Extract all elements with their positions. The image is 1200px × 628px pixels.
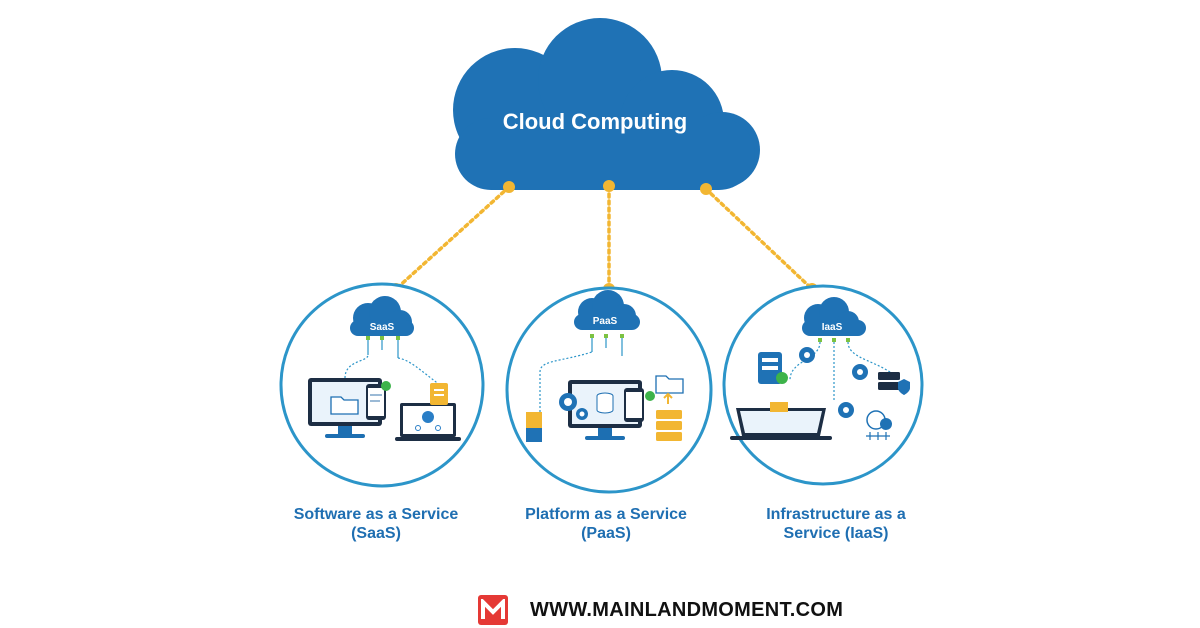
phone-icon: [624, 388, 655, 422]
connector-dot: [603, 180, 615, 192]
connectors: [394, 185, 814, 291]
folder-upload-icon: [655, 375, 684, 404]
iaas-cloud-icon: [802, 297, 866, 336]
connector-dot: [503, 181, 515, 193]
connector-saas: [394, 185, 511, 291]
caption-line: Platform as a Service: [525, 506, 687, 523]
laptop-icon: [395, 403, 461, 441]
iaas-circle: IaaS: [722, 284, 924, 486]
caption-line: (SaaS): [351, 525, 401, 542]
saas-cloud-icon: [350, 296, 414, 336]
iaas-caption: Infrastructure as a Service (IaaS): [736, 505, 936, 543]
saas-caption: Software as a Service (SaaS): [276, 505, 476, 543]
phone-icon: [366, 381, 391, 420]
paas-circle: PaaS: [505, 286, 713, 494]
server-shield-icon: [878, 372, 910, 395]
connector-iaas: [704, 187, 814, 291]
main-cloud: Cloud Computing: [453, 18, 760, 190]
paas-cloud-label: PaaS: [593, 316, 618, 327]
gear-icon: [559, 393, 588, 420]
caption-line: Service (IaaS): [783, 525, 889, 542]
main-cloud-label: Cloud Computing: [503, 109, 688, 134]
brand-url[interactable]: WWW.MAINLANDMOMENT.COM: [530, 598, 844, 621]
paas-cloud-icon: [574, 290, 640, 330]
caption-line: Software as a Service: [293, 506, 459, 523]
monitor-icon: [308, 378, 382, 438]
puzzle-icon: [526, 412, 542, 442]
database-icon: [758, 352, 788, 384]
document-icon: [430, 383, 448, 405]
iaas-cloud-label: IaaS: [822, 322, 843, 333]
laptop-icon: [730, 402, 832, 440]
caption-line: (PaaS): [581, 525, 631, 542]
brand-footer: WWW.MAINLANDMOMENT.COM: [478, 594, 843, 626]
paas-caption: Platform as a Service (PaaS): [506, 505, 706, 543]
cloud-network-icon: [866, 410, 892, 440]
saas-circle: SaaS: [279, 282, 485, 488]
connector-dot: [700, 183, 712, 195]
server-stack-icon: [656, 410, 682, 441]
brand-logo-icon: [478, 595, 508, 625]
gear-icon: [799, 347, 868, 418]
saas-cloud-label: SaaS: [370, 322, 395, 333]
caption-line: Infrastructure as a: [766, 506, 906, 523]
